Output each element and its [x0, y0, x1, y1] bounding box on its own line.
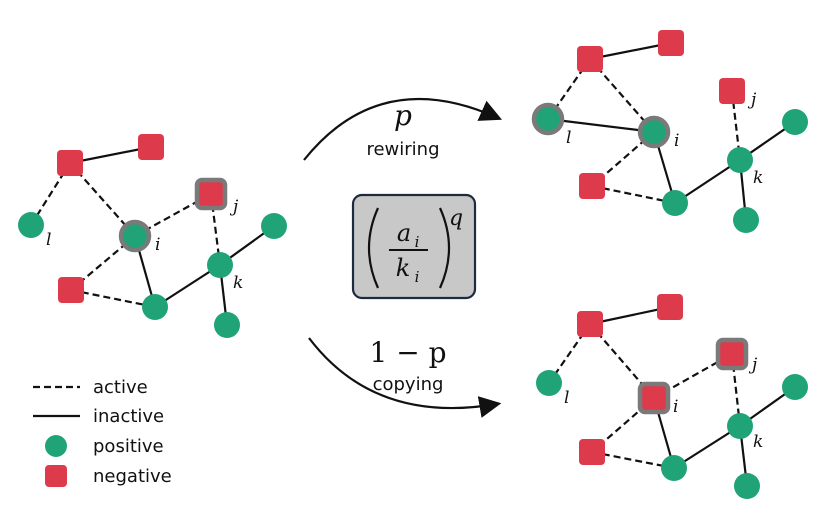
label-node-k: k [233, 273, 243, 293]
node-positive-i-highlighted [637, 115, 671, 149]
label-node-i: i [674, 131, 679, 151]
node-positive-k [727, 147, 753, 173]
node-negative-j-highlighted [194, 177, 228, 211]
copying-probability: 1 − p [370, 336, 447, 369]
node-positive-l-highlighted [531, 102, 565, 136]
edge-inactive [589, 305, 671, 326]
label-node-k: k [753, 168, 763, 188]
node-positive-i-highlighted [118, 219, 152, 253]
label-node-j: j [229, 197, 239, 217]
node-negative [577, 46, 603, 72]
copying-label: copying [373, 374, 444, 395]
edge-active [591, 450, 675, 470]
label-node-l: l [564, 388, 569, 408]
node-positive [142, 294, 168, 320]
edge-inactive [673, 425, 741, 469]
node-positive [782, 374, 808, 400]
legend-positive-swatch [45, 435, 67, 457]
formula-numerator: a [397, 219, 411, 247]
node-negative-j-highlighted [715, 337, 749, 371]
network-after-copying: i j k l [536, 294, 808, 499]
node-negative-j [719, 78, 745, 104]
edge-inactive [547, 117, 655, 134]
formula-denominator: k [396, 254, 411, 282]
formula-exponent: q [449, 206, 463, 231]
rewiring-arrow [303, 97, 503, 161]
node-positive-l [536, 370, 562, 396]
node-positive [661, 455, 687, 481]
node-negative [57, 150, 83, 176]
node-positive [733, 207, 759, 233]
legend-inactive-label: inactive [93, 406, 164, 427]
formula-denominator-sub: i [415, 268, 420, 286]
label-node-l: l [46, 230, 51, 250]
label-node-i: i [673, 397, 678, 417]
edge-inactive [589, 41, 672, 61]
network-after-rewiring: i j k l [531, 30, 808, 233]
legend-active-label: active [93, 377, 148, 398]
network-initial: i j k l [18, 134, 287, 338]
formula-numerator-sub: i [415, 233, 420, 251]
transition-rewiring: p rewiring [303, 97, 503, 161]
node-positive [734, 473, 760, 499]
legend-negative-swatch [45, 465, 67, 487]
node-positive-l [18, 212, 44, 238]
node-negative [577, 311, 603, 337]
formula-left-paren [367, 207, 380, 289]
legend-negative-label: negative [93, 466, 172, 487]
edge-inactive [69, 145, 152, 165]
node-negative [658, 30, 684, 56]
legend: active inactive positive negative [33, 377, 172, 487]
node-negative-i-highlighted [637, 381, 671, 415]
copying-arrow [308, 337, 502, 418]
formula-box: a i k i q [351, 193, 477, 300]
label-node-l: l [566, 128, 571, 148]
node-positive-k [727, 413, 753, 439]
label-node-i: i [155, 235, 160, 255]
label-node-j: j [747, 90, 757, 110]
node-negative [579, 439, 605, 465]
legend-positive-label: positive [93, 436, 164, 457]
node-positive [214, 312, 240, 338]
node-positive [662, 190, 688, 216]
edge-active [70, 288, 156, 309]
node-negative [138, 134, 164, 160]
transition-copying: 1 − p copying [308, 336, 502, 418]
label-node-k: k [753, 432, 763, 452]
node-negative [579, 173, 605, 199]
node-negative [58, 277, 84, 303]
node-negative [657, 294, 683, 320]
rewiring-label: rewiring [366, 139, 439, 160]
node-positive [261, 213, 287, 239]
label-node-j: j [748, 355, 758, 375]
rewiring-probability: p [394, 99, 412, 132]
node-positive-k [207, 252, 233, 278]
edge-active [591, 184, 676, 205]
node-positive [782, 109, 808, 135]
formula-right-paren [438, 207, 451, 289]
